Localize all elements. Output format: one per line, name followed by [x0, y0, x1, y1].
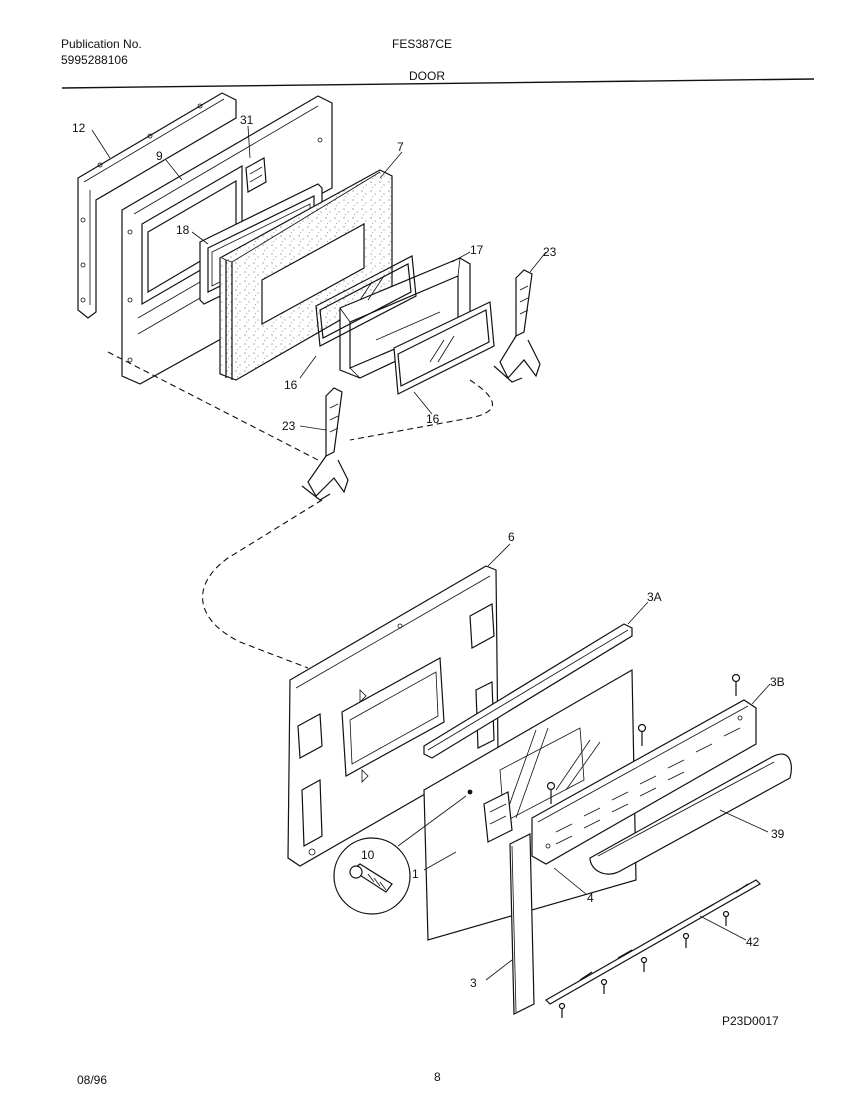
door-gasket — [77, 92, 237, 319]
window-glass-lower — [393, 301, 495, 395]
part-label-23-left: 23 — [282, 419, 296, 433]
leader-inset — [397, 795, 467, 847]
part-label-16-right: 16 — [426, 412, 440, 426]
model-number: FES387CE — [392, 37, 453, 51]
assembly-guide-link — [202, 499, 323, 669]
part-label-10: 10 — [361, 848, 375, 862]
latch-bracket — [245, 157, 267, 193]
part-label-17: 17 — [470, 243, 484, 257]
door-hinge-right — [493, 269, 541, 383]
mounting-screws — [546, 673, 741, 804]
part-label-4: 4 — [587, 891, 594, 905]
part-label-1: 1 — [412, 867, 419, 881]
door-handle — [589, 753, 792, 875]
diagram-code: P23D0017 — [722, 1014, 779, 1028]
part-label-12: 12 — [72, 121, 86, 135]
door-bottom-trim — [545, 879, 761, 1018]
part-label-16-left: 16 — [284, 378, 298, 392]
header-rule — [61, 78, 815, 89]
part-label-23-right: 23 — [543, 245, 557, 259]
part-label-7: 7 — [397, 140, 404, 154]
page-number: 8 — [434, 1070, 441, 1084]
door-insulation — [219, 169, 393, 381]
door-side-trim — [509, 833, 535, 1015]
section-title: DOOR — [409, 69, 445, 83]
publication-number: 5995288106 — [61, 53, 128, 67]
part-label-3b: 3B — [770, 675, 785, 689]
part-label-42: 42 — [746, 935, 760, 949]
door-hinge-left — [301, 387, 349, 501]
footer-date: 08/96 — [77, 1073, 108, 1087]
part-label-3a: 3A — [647, 590, 662, 604]
assembly-guide-hinge — [349, 379, 493, 441]
publication-label: Publication No. — [61, 37, 142, 51]
part-label-9: 9 — [156, 149, 163, 163]
part-number-labels: 12 9 31 7 18 17 23 16 16 23 6 3A 3B 39 1… — [72, 113, 785, 990]
leader-lines — [91, 125, 771, 981]
part-label-3: 3 — [470, 976, 477, 990]
handle-bracket — [467, 789, 513, 843]
window-glass-upper — [315, 255, 417, 347]
door-glass — [423, 668, 637, 941]
screw-detail-inset — [333, 837, 411, 915]
assembly-guide-upper — [107, 351, 319, 461]
part-label-39: 39 — [771, 827, 785, 841]
part-label-18: 18 — [176, 223, 190, 237]
part-label-6: 6 — [508, 530, 515, 544]
door-top-trim — [423, 623, 633, 759]
part-label-31: 31 — [240, 113, 254, 127]
door-handle-trim — [531, 699, 757, 865]
